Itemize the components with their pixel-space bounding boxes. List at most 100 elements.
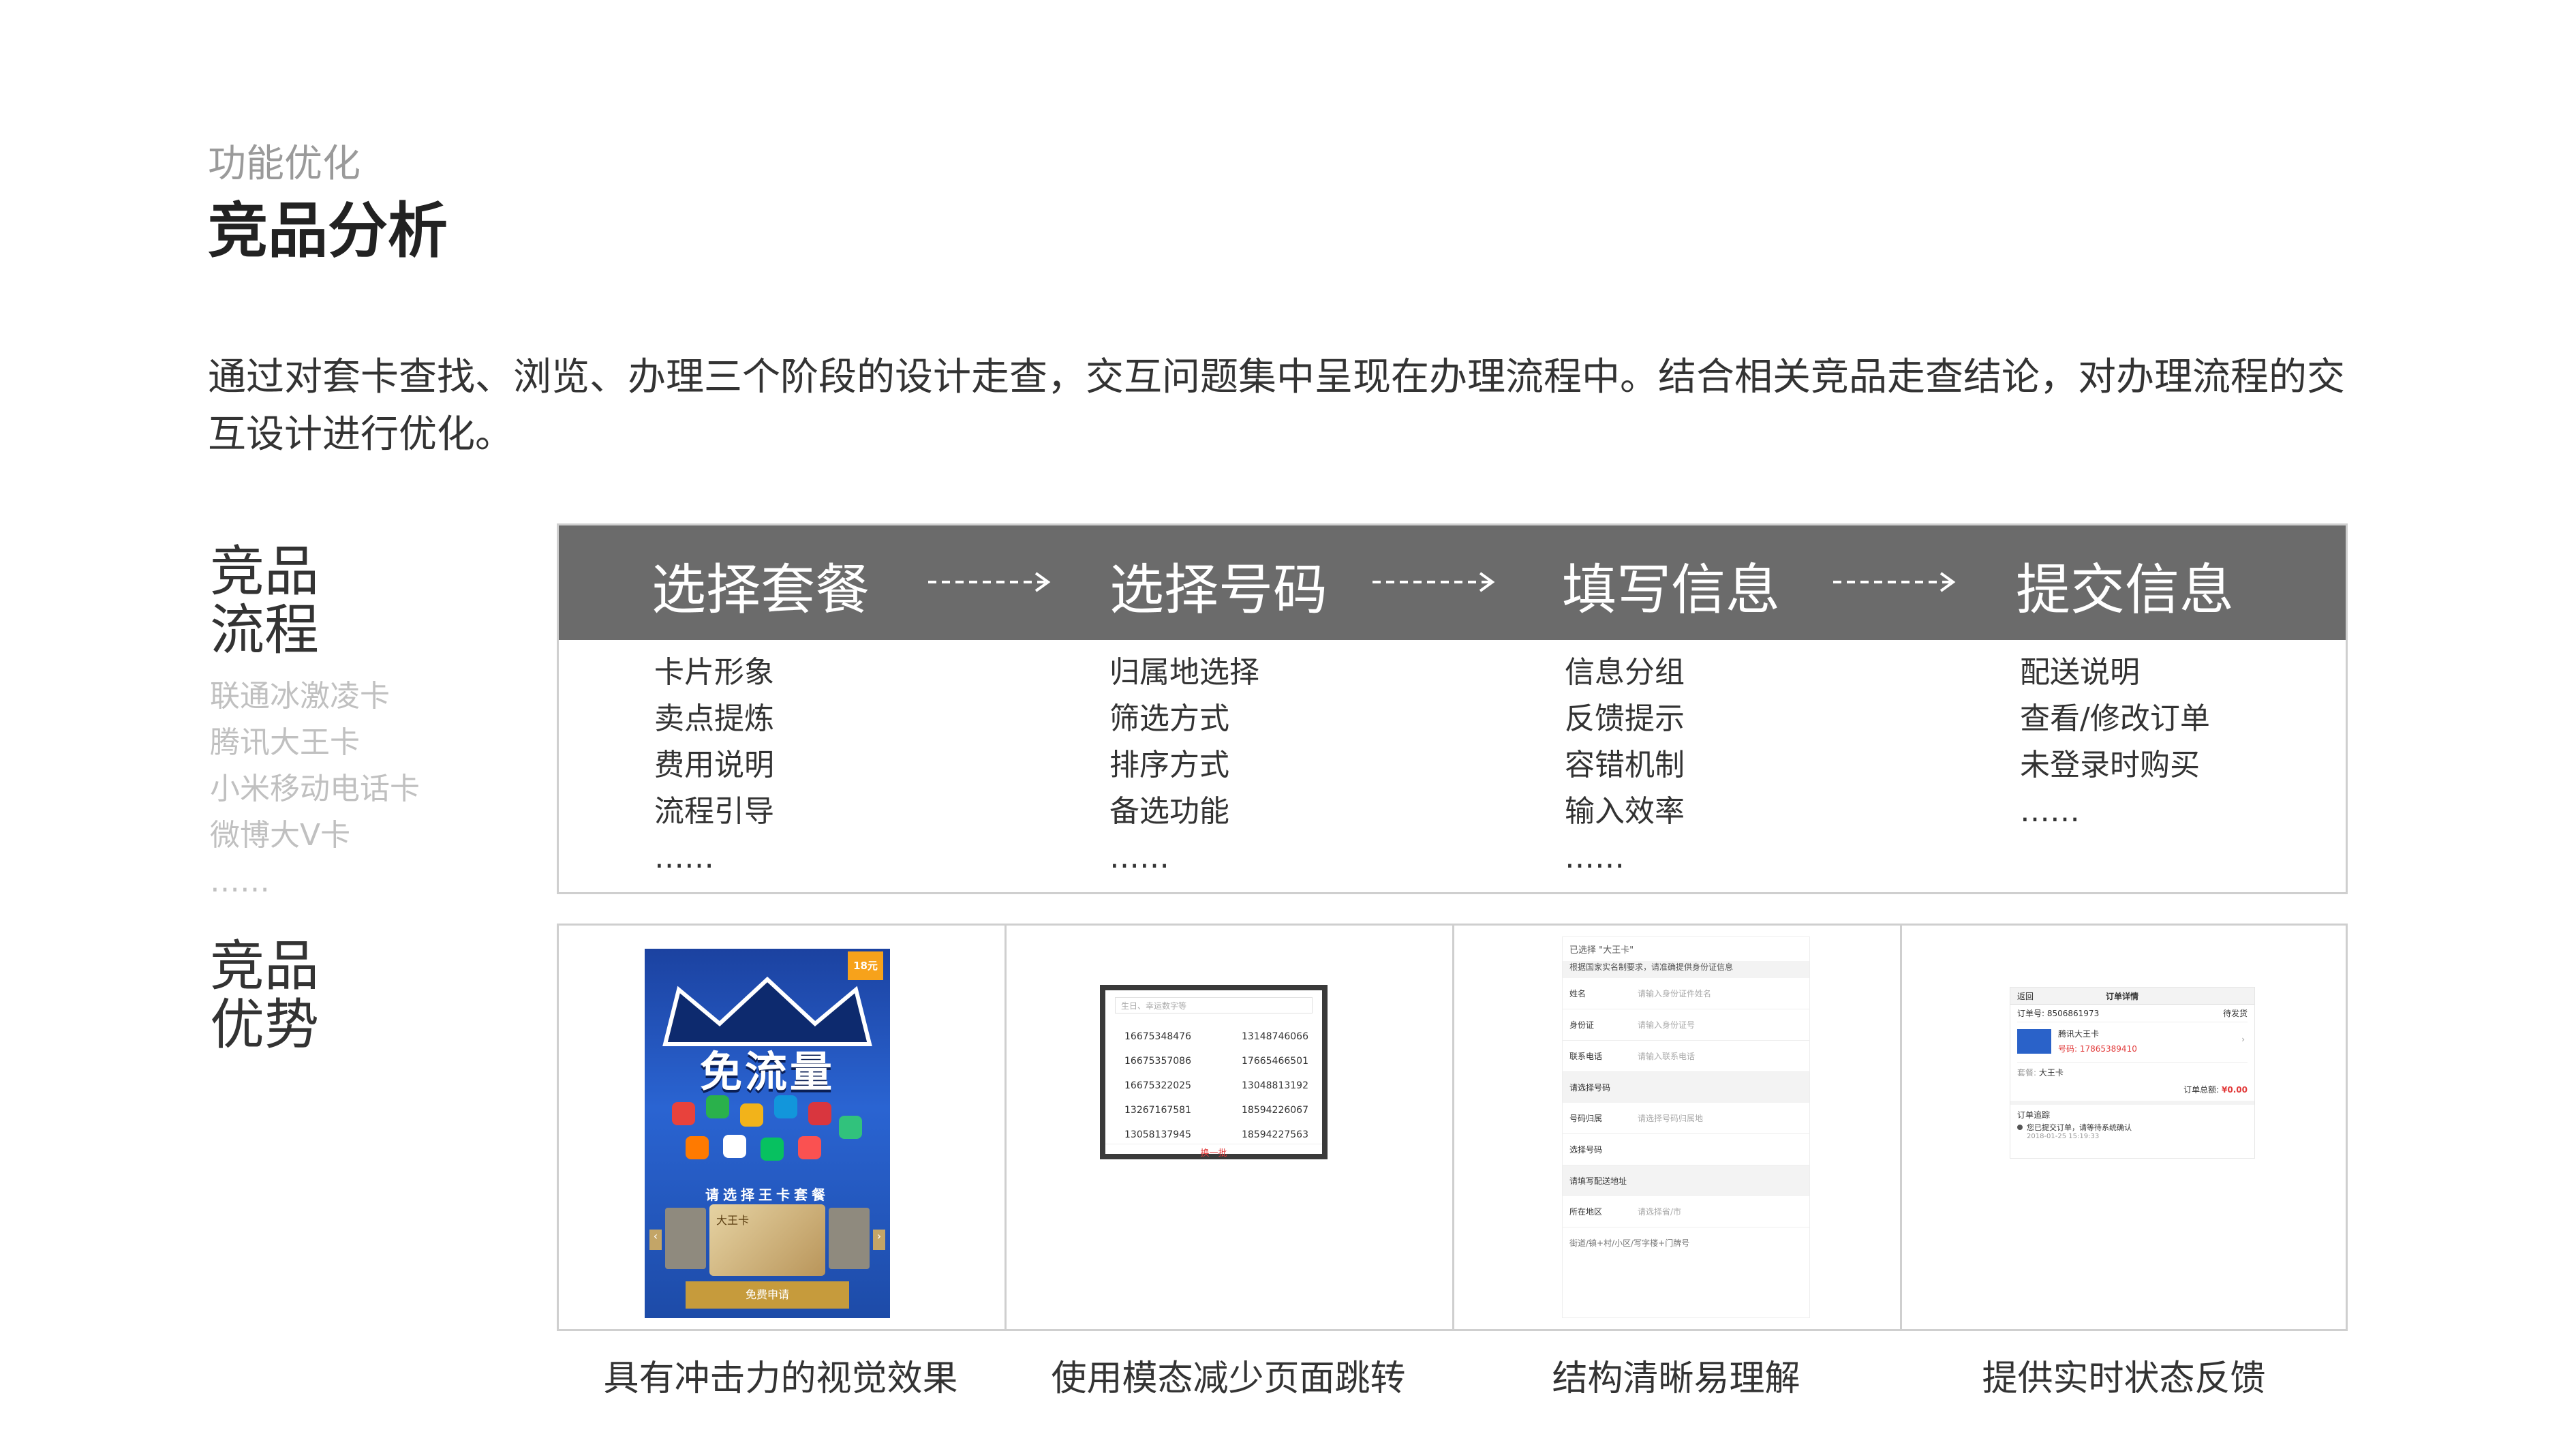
plan-label: 套餐:	[2017, 1068, 2037, 1078]
chevron-right-icon[interactable]: ›	[873, 1230, 885, 1250]
phone-number[interactable]: 13148746066	[1242, 1031, 1308, 1042]
form-placeholder: 请输入身份证号	[1638, 1020, 1696, 1030]
crown-icon	[662, 976, 872, 1046]
advantage-grid: 18元 免流量 请选择王卡套餐 大王卡	[557, 924, 2348, 1331]
step-title: 填写信息	[1562, 558, 1780, 622]
process-label-line1: 竞品	[210, 540, 319, 603]
order-total-row: 订单总额: ¥0.00	[2010, 1082, 2254, 1105]
number-row: 13058137945 18594227563	[1124, 1123, 1308, 1147]
page-title: 竞品分析	[208, 196, 448, 266]
advantage-cell: 返回 订单详情 订单号: 8506861973 待发货 腾讯大王卡 号码: 17…	[1902, 926, 2346, 1329]
form-label: 选择号码	[1569, 1145, 1603, 1155]
sim-card-image: 大王卡	[709, 1204, 825, 1276]
step-item: 归属地选择	[1109, 655, 1259, 690]
status-dot-icon	[2017, 1125, 2023, 1130]
competitor-item: 腾讯大王卡	[210, 725, 360, 760]
realname-notice: 根据国家实名制要求，请准确提供身份证信息	[1563, 961, 1809, 978]
form-label: 号码归属	[1569, 1114, 1603, 1123]
step-item: ……	[1109, 840, 1169, 875]
step-title: 选择套餐	[651, 558, 870, 622]
competitor-item: 联通冰激凌卡	[210, 679, 390, 714]
section-subtitle: 功能优化	[208, 142, 361, 186]
step-item: 输入效率	[1565, 794, 1685, 829]
advantage-label-line2: 优势	[210, 993, 319, 1056]
phone-number[interactable]: 16675322025	[1124, 1080, 1191, 1091]
advantage-cell: 已选择 "大王卡" 根据国家实名制要求，请准确提供身份证信息 姓名请输入身份证件…	[1454, 926, 1902, 1329]
total-label: 订单总额:	[2183, 1085, 2220, 1095]
step-items: 卡片形象 卖点提炼 费用说明 流程引导 ……	[654, 650, 774, 881]
competitor-list: 联通冰激凌卡 腾讯大王卡 小米移动电话卡 微博大V卡 ……	[210, 673, 420, 905]
form-row[interactable]: 身份证 请输入身份证号	[1563, 1009, 1809, 1041]
step-item: ……	[654, 840, 714, 875]
order-status: 待发货	[2222, 1009, 2248, 1018]
advantage-cell: 18元 免流量 请选择王卡套餐 大王卡	[559, 926, 1007, 1329]
step-item: 查看/修改订单	[2020, 701, 2210, 736]
back-button[interactable]: 返回	[2017, 992, 2034, 1001]
phone-number[interactable]: 16675357086	[1124, 1056, 1191, 1067]
number-row: 16675348476 13148746066	[1124, 1024, 1308, 1049]
step-item: 备选功能	[1109, 794, 1229, 829]
process-label-line2: 流程	[210, 598, 319, 662]
progress-item: 您已提交订单，请等待系统确认 2018-01-25 15:19:33	[2010, 1122, 2254, 1140]
number-list: 16675348476 13148746066 16675357086 176654…	[1124, 1024, 1308, 1147]
intro-paragraph: 通过对套卡查找、浏览、办理三个阶段的设计走查，交互问题集中呈现在办理流程中。结合…	[208, 355, 2345, 457]
step-item: 费用说明	[654, 748, 774, 782]
form-label: 身份证	[1569, 1020, 1595, 1030]
progress-time: 2018-01-25 15:19:33	[2027, 1133, 2100, 1140]
order-product-row[interactable]: 腾讯大王卡 号码: 17865389410 ›	[2017, 1022, 2248, 1063]
step-item: ……	[1565, 840, 1625, 875]
step-item: ……	[2020, 794, 2080, 829]
arrow-right-icon	[1373, 572, 1495, 592]
number-search-input[interactable]: 生日、幸运数字等	[1115, 997, 1313, 1013]
arrow-right-icon	[1833, 572, 1956, 592]
form-row[interactable]: 号码归属 请选择号码归属地	[1563, 1103, 1809, 1134]
form-label: 所在地区	[1569, 1207, 1603, 1217]
form-row[interactable]: 街道/镇+村/小区/写字楼+门牌号	[1563, 1227, 1809, 1258]
phone-number[interactable]: 18594227563	[1242, 1129, 1308, 1140]
form-row[interactable]: 所在地区 请选择省/市	[1563, 1196, 1809, 1227]
progress-text: 您已提交订单，请等待系统确认	[2027, 1123, 2132, 1132]
refresh-numbers-link[interactable]: 换一批	[1105, 1144, 1322, 1159]
form-row[interactable]: 姓名请输入身份证件姓名	[1563, 978, 1809, 1009]
phone-number[interactable]: 18594226067	[1242, 1105, 1308, 1116]
form-row[interactable]: 联系电话请输入联系电话	[1563, 1041, 1809, 1072]
step-item: 信息分组	[1565, 655, 1685, 690]
step-item: 未登录时购买	[2020, 748, 2200, 782]
phone-number[interactable]: 13267167581	[1124, 1105, 1191, 1116]
order-number-row: 订单号: 8506861973 待发货	[2010, 1005, 2254, 1022]
phone-number[interactable]: 13058137945	[1124, 1129, 1191, 1140]
process-label: 竞品 流程	[210, 543, 319, 660]
competitor-item: 小米移动电话卡	[210, 772, 420, 806]
chevron-left-icon[interactable]: ‹	[649, 1230, 662, 1250]
screenshot-order-detail: 返回 订单详情 订单号: 8506861973 待发货 腾讯大王卡 号码: 17…	[2010, 987, 2255, 1159]
advantage-caption: 结构清晰易理解	[1552, 1358, 1800, 1399]
form-label: 街道/镇+村/小区/写字楼+门牌号	[1569, 1238, 1690, 1248]
step-item: 容错机制	[1565, 748, 1685, 782]
form-placeholder: 请选择号码归属地	[1638, 1114, 1704, 1123]
screenshot-visual-impact: 18元 免流量 请选择王卡套餐 大王卡	[645, 935, 890, 1318]
phone-number[interactable]: 13048813192	[1242, 1080, 1308, 1091]
advantage-caption: 提供实时状态反馈	[1982, 1358, 2266, 1399]
apply-button[interactable]: 免费申请	[686, 1281, 849, 1309]
step-item: 流程引导	[654, 794, 774, 829]
phone-number[interactable]: 16675348476	[1124, 1031, 1191, 1042]
phone-number[interactable]: 17665466501	[1242, 1056, 1308, 1067]
step-item: 筛选方式	[1109, 701, 1229, 736]
form-label: 联系电话	[1569, 1052, 1603, 1061]
step-items: 归属地选择 筛选方式 排序方式 备选功能 ……	[1109, 650, 1259, 881]
progress-title: 订单追踪	[2017, 1110, 2051, 1120]
form-label: 请选择号码	[1569, 1083, 1611, 1093]
plan-value: 大王卡	[2038, 1068, 2064, 1078]
advantage-cell: 生日、幸运数字等 16675348476 13148746066 16675357…	[1007, 926, 1454, 1329]
form-section-header: 请填写配送地址	[1563, 1165, 1809, 1196]
form-row[interactable]: 选择号码	[1563, 1134, 1809, 1165]
form-placeholder: 请选择省/市	[1638, 1207, 1682, 1217]
order-nav-bar: 返回 订单详情	[2010, 988, 2254, 1005]
chevron-right-icon: ›	[2241, 1035, 2245, 1044]
form-placeholder: 请输入身份证件姓名	[1638, 989, 1712, 998]
step-items: 信息分组 反馈提示 容错机制 输入效率 ……	[1565, 650, 1685, 881]
form-section-header: 请选择号码	[1563, 1072, 1809, 1103]
competitor-item: 微博大V卡	[210, 818, 351, 853]
selected-plan: 已选择 "大王卡"	[1569, 945, 1634, 956]
step-item: 卖点提炼	[654, 701, 774, 736]
